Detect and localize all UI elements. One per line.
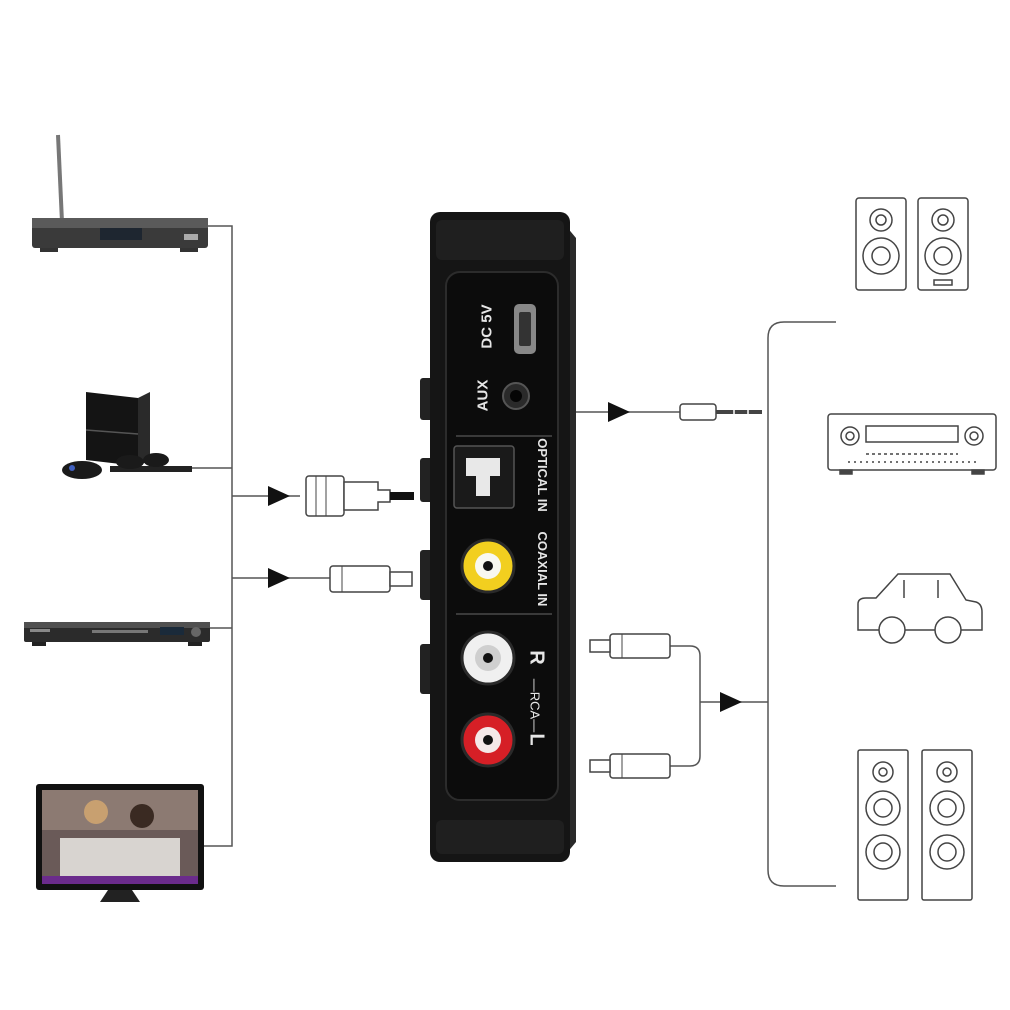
television-icon xyxy=(36,784,204,902)
coaxial-cable xyxy=(232,565,413,593)
optical-cable xyxy=(232,475,414,517)
car-icon xyxy=(857,573,983,644)
aux-label: AUX xyxy=(474,379,492,412)
rca-right-label: R xyxy=(525,650,548,665)
bookshelf-speakers-icon xyxy=(855,197,969,291)
av-receiver-icon xyxy=(827,413,997,475)
rca-left-label: L xyxy=(525,733,548,746)
rca-plug-bottom xyxy=(589,753,671,779)
tower-speakers-icon xyxy=(857,749,973,901)
rca-output-cable xyxy=(670,645,768,767)
coaxial-in-label: COAXIAL IN xyxy=(535,531,550,607)
optical-in-label: OPTICAL IN xyxy=(535,438,550,512)
aux-arrow-icon xyxy=(608,402,630,422)
coaxial-arrow-icon xyxy=(268,568,290,588)
dc-5v-label: DC 5V xyxy=(478,304,496,349)
game-console-icon xyxy=(62,392,192,479)
source-bracket xyxy=(190,225,233,847)
rca-plug-top xyxy=(589,633,671,659)
output-bracket xyxy=(767,321,836,887)
set-top-box-icon xyxy=(32,134,208,252)
converter-device xyxy=(420,212,576,862)
optical-arrow-icon xyxy=(268,486,290,506)
aux-output-cable xyxy=(576,402,762,422)
rca-arrow-icon xyxy=(720,692,742,712)
dvd-player-icon xyxy=(24,622,210,646)
